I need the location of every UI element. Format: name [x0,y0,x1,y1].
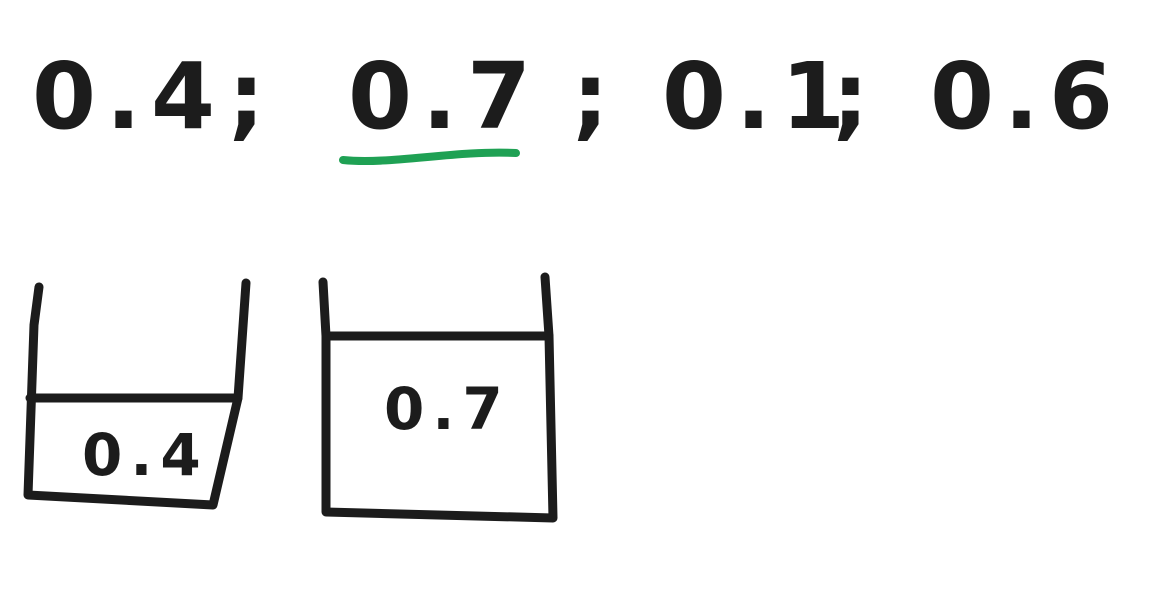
highlight-underline [339,148,520,166]
bin-1-label: 0.4 [82,421,209,489]
sequence-item-4: 0.6 [930,43,1123,150]
bin-2-label: 0.7 [384,375,511,443]
bin-2-outline [318,272,558,523]
sequence-separator-3: ; [832,43,879,150]
sequence-separator-2: ; [572,43,619,150]
bin-2: 0.7 [318,272,558,523]
bin-1-outline [23,278,251,510]
number-sequence: 0.4 ; 0.7 ; 0.1 ; 0.6 [32,43,1123,166]
sequence-separator-1: ; [228,43,275,150]
sequence-item-2: 0.7 [348,43,541,150]
bin-1: 0.4 [23,278,251,510]
sequence-item-1: 0.4 [32,43,225,150]
sequence-item-3: 0.1 [662,43,855,150]
